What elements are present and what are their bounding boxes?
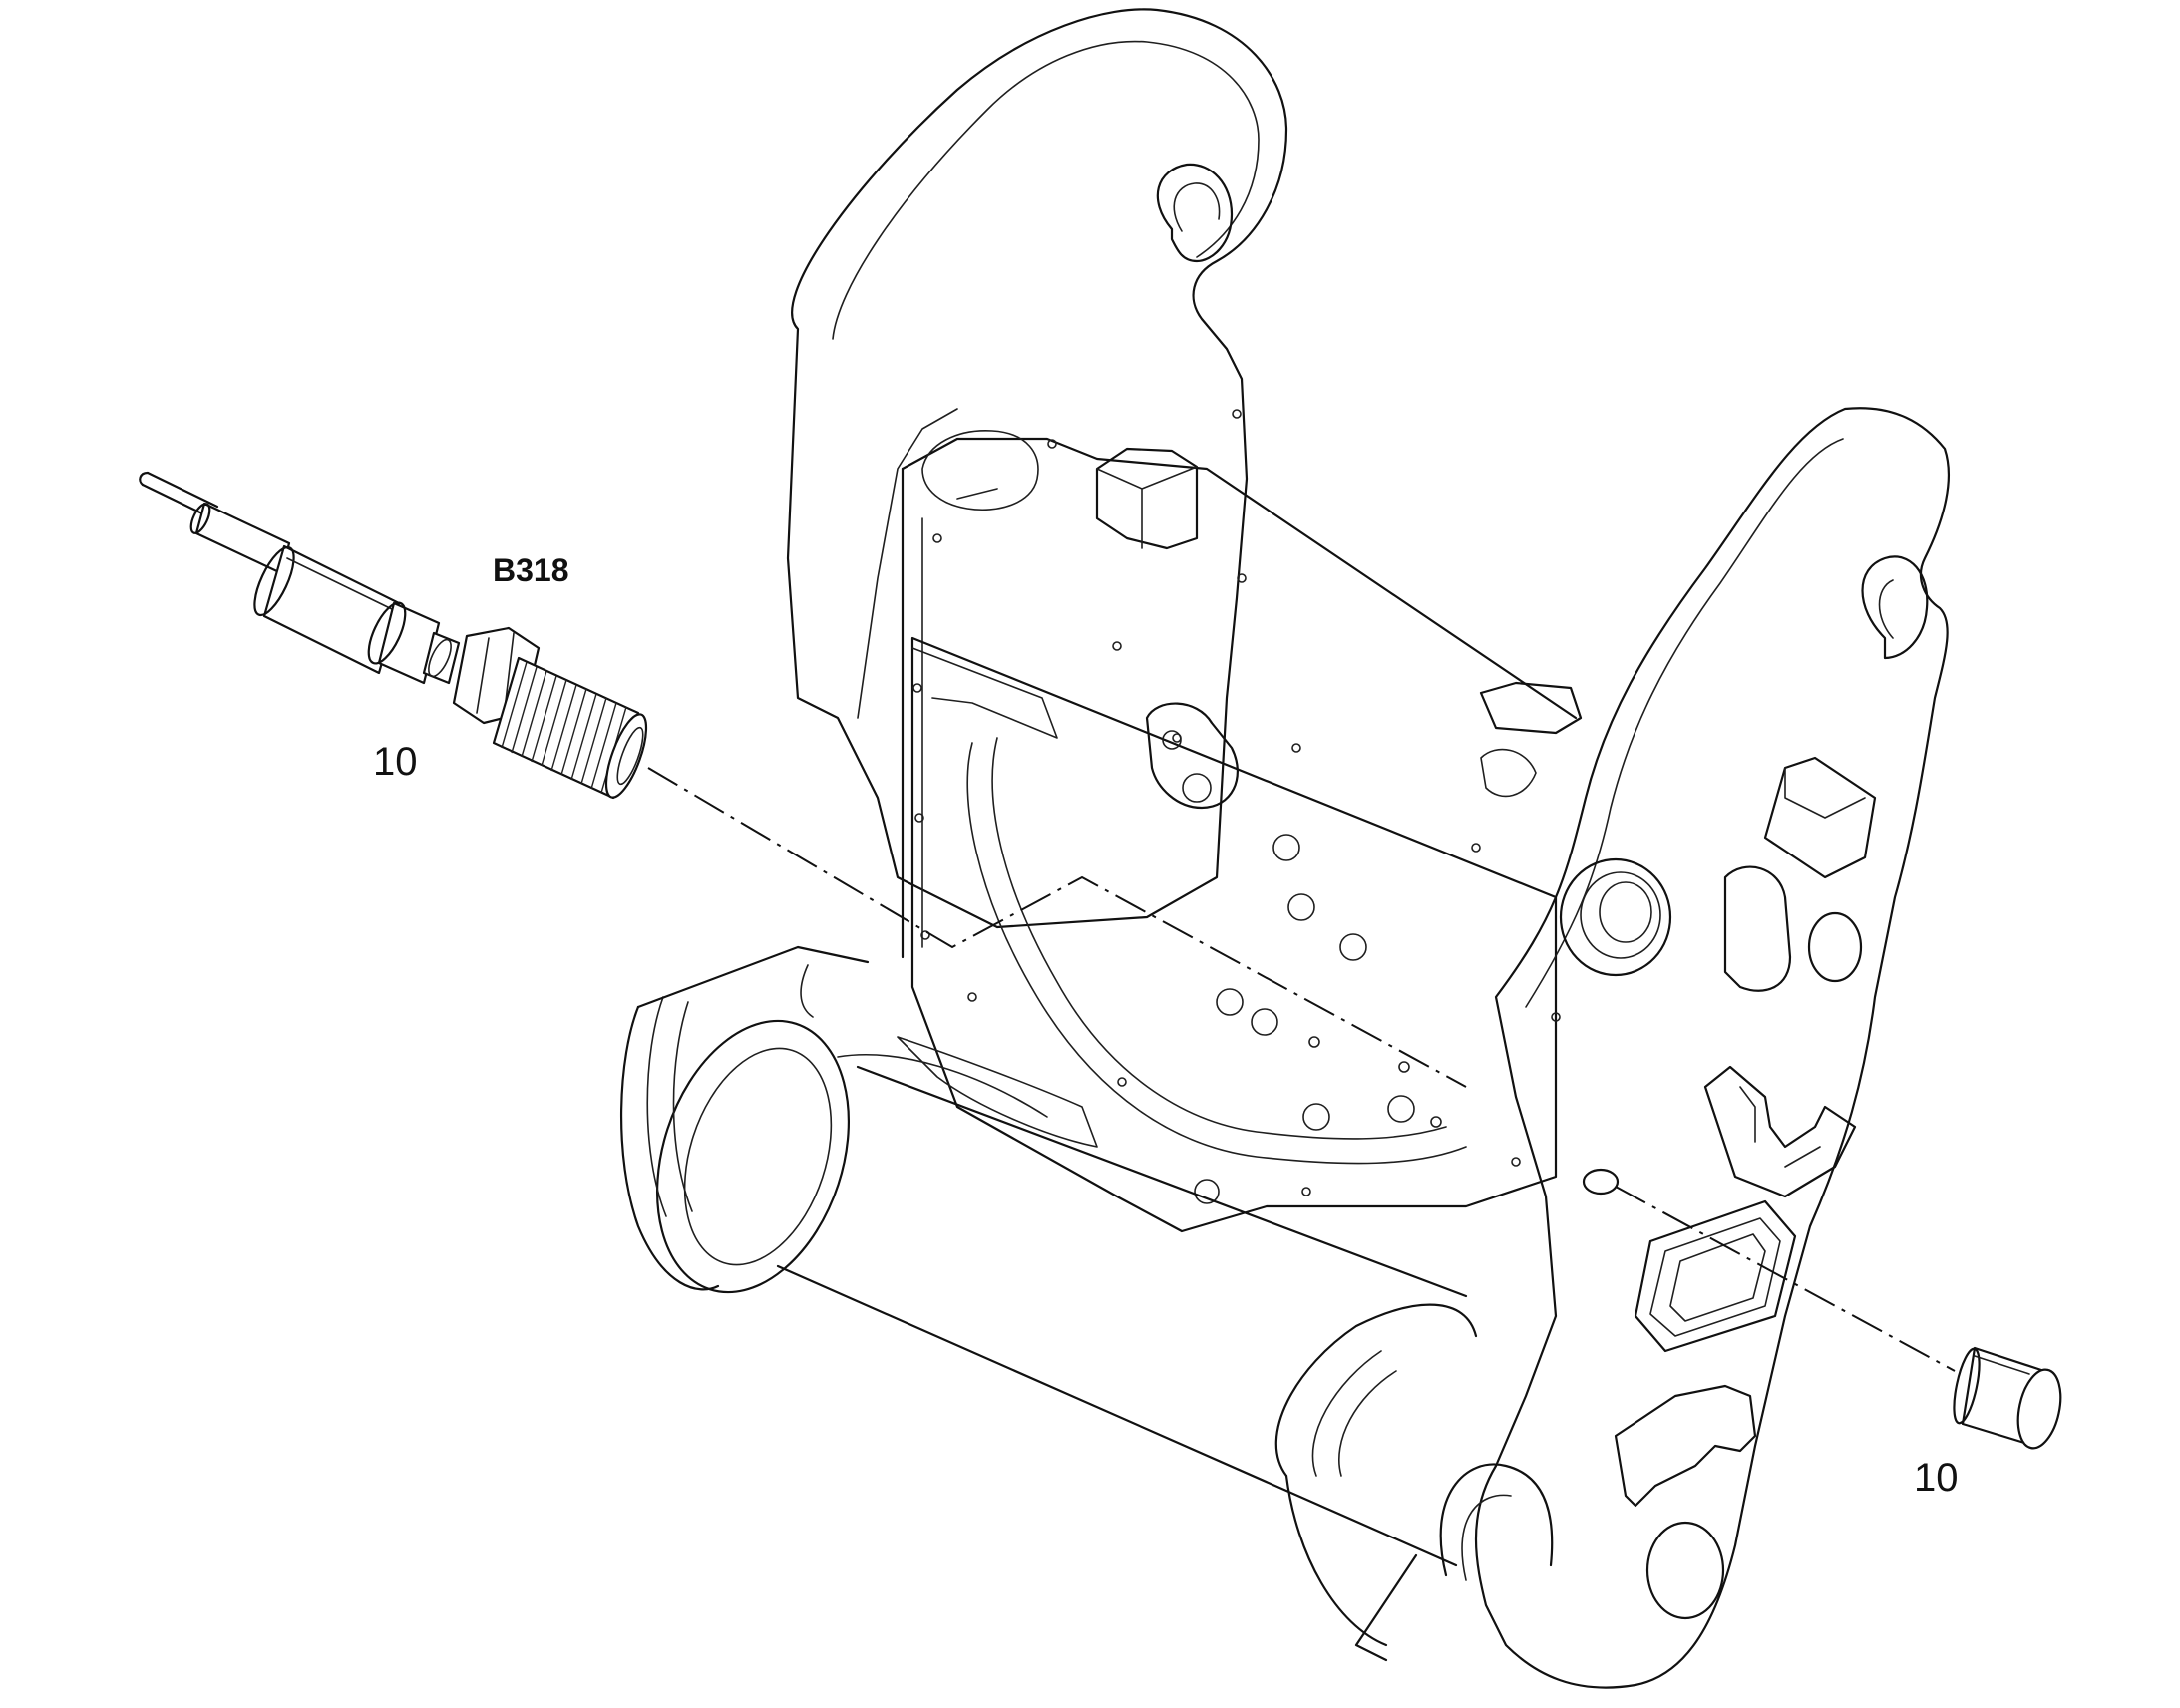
front-plate-lower-bore: [1645, 1521, 1725, 1620]
front-hook-opening: [1861, 555, 1929, 660]
web-plate-holes: [1194, 834, 1442, 1204]
front-plate-lower-hook: [1439, 1463, 1554, 1577]
center-web-plate: [910, 636, 1558, 1233]
rear-side-plate: [786, 8, 1288, 929]
center-lug: [1145, 702, 1239, 810]
front-plate-pad-cutout: [1723, 865, 1792, 992]
rear-plate-front-face: [857, 408, 958, 719]
proximity-sensor-b318: [139, 471, 648, 800]
front-plate-u-cutout-upper: [1703, 1065, 1857, 1198]
front-plate-sensor-port: [1582, 1168, 1620, 1196]
sensor-item-number-callout: 10: [373, 740, 418, 784]
assembly-centerlines: [647, 767, 1956, 1372]
rivet-dots: [912, 409, 1561, 1196]
rear-hook-opening-inner: [1173, 182, 1221, 232]
quick-coupler-frame: [620, 8, 1951, 1689]
rear-side-plate-inner-edge: [832, 40, 1260, 340]
front-plate-square-cutout: [1763, 756, 1877, 879]
upper-cross-beam: [901, 430, 1578, 959]
front-plate-oval-cutout: [1807, 911, 1863, 983]
cap-assembly-centerline: [1615, 1186, 1956, 1372]
rear-hook-opening: [1156, 163, 1234, 263]
front-plate-u-cutout-lower: [1614, 1384, 1757, 1508]
upper-mount-block: [1095, 447, 1199, 550]
lower-cross-tube: [620, 945, 1468, 1567]
lower-tube-front-end: [1274, 1303, 1478, 1662]
protective-cap: [1953, 1346, 2062, 1450]
front-plate-gasket-panel: [1634, 1199, 1797, 1353]
cap-item-number-callout: 10: [1914, 1456, 1959, 1500]
front-upper-block: [1479, 681, 1583, 735]
sensor-assembly-centerline: [647, 767, 1467, 1088]
front-side-plate: [1474, 407, 1951, 1689]
sensor-code-callout: B318: [493, 552, 569, 588]
front-plate-bore: [1559, 857, 1672, 977]
